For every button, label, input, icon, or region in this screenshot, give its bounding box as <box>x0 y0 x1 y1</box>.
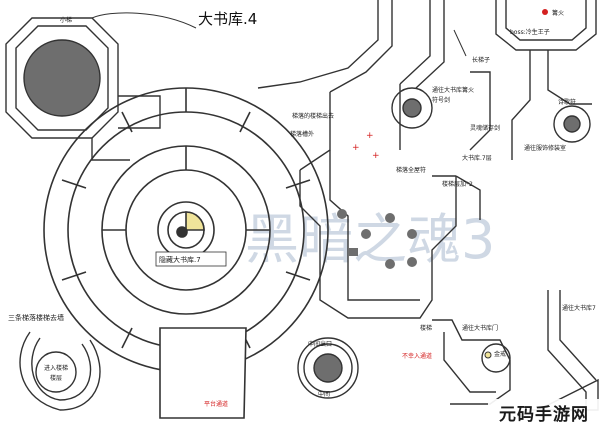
ladder-up-label: 梯落的楼梯出去 <box>292 112 334 120</box>
svg-text:+: + <box>372 151 380 161</box>
left-circle-label: 小梯 <box>60 16 72 24</box>
title-arrow <box>91 12 197 29</box>
lower-right-side-label: 通往大书库7 <box>562 304 596 312</box>
middle-hall <box>299 150 481 319</box>
cross-item-label: 梯落全屋符 <box>396 166 426 174</box>
bottom-center-label-2: 中间 <box>318 390 330 398</box>
bottom-left-room <box>19 331 101 411</box>
right-bottom-label: 通往服饰修装室 <box>524 144 566 152</box>
upper-floor-rope-label: 长梯子 <box>472 56 490 64</box>
svg-text:+: + <box>352 143 360 153</box>
boss-label: boss:冷生王子 <box>510 28 550 36</box>
right-item-label: 诗歌符 <box>558 98 576 106</box>
site-logo: 元码手游网 <box>488 399 600 425</box>
left-bottom-inner: 进入楼梯 <box>44 364 68 372</box>
octagon-room-top-left <box>5 17 161 161</box>
bottom-entrance <box>159 327 247 419</box>
svg-text:+: + <box>366 131 374 141</box>
red-cross-markers: + + + <box>352 131 380 161</box>
center-spot-label: 隐藏大书库.7 <box>159 255 201 264</box>
red-lower-right-label: 不幸入通道 <box>402 352 432 360</box>
left-bottom-inner-2: 楼层 <box>50 374 62 382</box>
bonfire-top-label: 篝火 <box>552 9 564 17</box>
stairs-label: 楼梯 <box>420 324 432 332</box>
boss-room <box>469 0 597 160</box>
watermark: 黑暗之魂3 <box>245 208 495 271</box>
library-7-label: 大书库.7层 <box>462 154 492 162</box>
upper-corridors <box>257 0 445 171</box>
map-title: 大书库.4 <box>198 10 257 28</box>
left-bottom-title: 三条梯落楼梯去墙 <box>8 313 64 322</box>
bottom-red-left-label: 平台通道 <box>204 400 228 408</box>
upper-passage-label: 梯落槽外 <box>290 130 314 138</box>
bonfire-marker <box>542 9 548 15</box>
hall-pillars <box>337 209 417 269</box>
bottom-round-room <box>297 337 359 399</box>
tome-item-label: 灵魂储存剑 <box>470 124 500 132</box>
to-library-upper-label: 通往大书库篝火 <box>432 86 474 94</box>
lift-to-2-label: 楼梯层加*2 <box>442 180 473 188</box>
upper-arrow <box>453 29 467 57</box>
right-bottom-item-label: 金戒 <box>494 350 506 358</box>
bottom-center-label: 中间出口 <box>308 340 332 348</box>
right-bottom-door-label: 通往大书库门 <box>462 324 498 332</box>
sword-item-label: 符号剑 <box>432 96 450 104</box>
gold-ring-marker <box>484 351 492 359</box>
